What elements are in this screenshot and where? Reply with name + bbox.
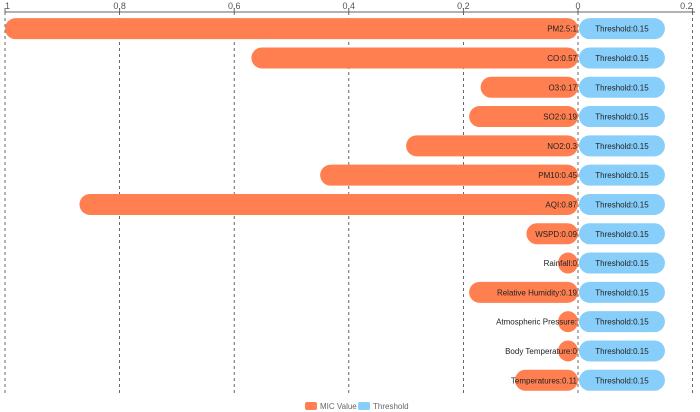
mic-value-bar: [5, 18, 578, 40]
threshold-bar: [579, 76, 665, 98]
x-tick-label: 1: [5, 1, 10, 11]
x-tick-label: 0.6: [228, 1, 241, 11]
mic-value-label: WSPD:0.09: [535, 230, 577, 239]
mic-value-label: Temperatures:0.11: [511, 376, 578, 385]
threshold-bar: [579, 106, 665, 128]
x-tick-label: 0: [575, 1, 580, 11]
mic-value-label: O3:0.17: [549, 83, 578, 92]
mic-value-label: SO2:0.19: [543, 113, 577, 122]
mic-value-bar: [469, 281, 578, 303]
x-tick-label: 0.2: [680, 1, 693, 11]
threshold-bar: [579, 47, 665, 69]
threshold-label: Threshold:0.15: [595, 259, 649, 268]
mic-value-bar: [320, 164, 578, 186]
threshold-label: Threshold:0.15: [595, 347, 649, 356]
threshold-bar: [579, 164, 665, 186]
mic-value-label: AQI:0.87: [545, 200, 577, 209]
mic-value-bar: [251, 47, 578, 69]
threshold-label: Threshold:0.15: [595, 54, 649, 63]
threshold-label: Threshold:0.15: [595, 288, 649, 297]
threshold-bar: [579, 281, 665, 303]
mic-value-label: PM2.5:1: [547, 25, 577, 34]
mic-value-bar: [514, 369, 578, 391]
mic-value-bar: [79, 193, 579, 215]
threshold-bar: [579, 340, 665, 362]
x-tick-label: 0.8: [113, 1, 126, 11]
threshold-bar: [579, 18, 665, 40]
threshold-bar: [579, 223, 665, 245]
threshold-label: Threshold:0.15: [595, 318, 649, 327]
mic-value-bar: [526, 223, 578, 245]
threshold-bar: [579, 369, 665, 391]
mic-value-label: Atmospheric Pressure:: [496, 318, 577, 327]
legend-swatch[interactable]: [305, 402, 317, 410]
mic-value-bar: [406, 135, 578, 157]
grid: 1 0.8 0.6 0.4 0.2 0 0.2: [4, 1, 695, 393]
threshold-label: Threshold:0.15: [595, 376, 649, 385]
legend-label[interactable]: MIC Value: [320, 402, 357, 411]
legend-swatch[interactable]: [358, 402, 370, 410]
legend-label[interactable]: Threshold: [373, 402, 409, 411]
threshold-bar: [579, 311, 665, 333]
mic-value-label: CO:0.57: [547, 54, 577, 63]
threshold-label: Threshold:0.15: [595, 230, 649, 239]
mic-value-label: Rainfall:0: [544, 259, 578, 268]
mic-value-label: PM10:0.45: [538, 171, 577, 180]
mic-value-bar: [558, 340, 578, 362]
mic-value-bar: [480, 76, 578, 98]
threshold-label: Threshold:0.15: [595, 171, 649, 180]
legend: MIC Value Threshold: [305, 402, 409, 411]
threshold-bar: [579, 252, 665, 274]
mic-value-bar: [469, 106, 578, 128]
mic-value-label: NO2:0.3: [547, 142, 577, 151]
threshold-bar: [579, 193, 665, 215]
threshold-bar: [579, 135, 665, 157]
mic-value-bar: [558, 252, 578, 274]
x-tick-label: 0.4: [343, 1, 356, 11]
mic-value-label: Body Temperature:0: [505, 347, 577, 356]
threshold-label: Threshold:0.15: [595, 142, 649, 151]
x-tick-label: 0.2: [457, 1, 470, 11]
threshold-label: Threshold:0.15: [595, 83, 649, 92]
mic-value-label: Relative Humidity:0.19: [497, 288, 578, 297]
threshold-label: Threshold:0.15: [595, 25, 649, 34]
mic-value-bar: [558, 311, 578, 333]
threshold-label: Threshold:0.15: [595, 113, 649, 122]
threshold-label: Threshold:0.15: [595, 200, 649, 209]
